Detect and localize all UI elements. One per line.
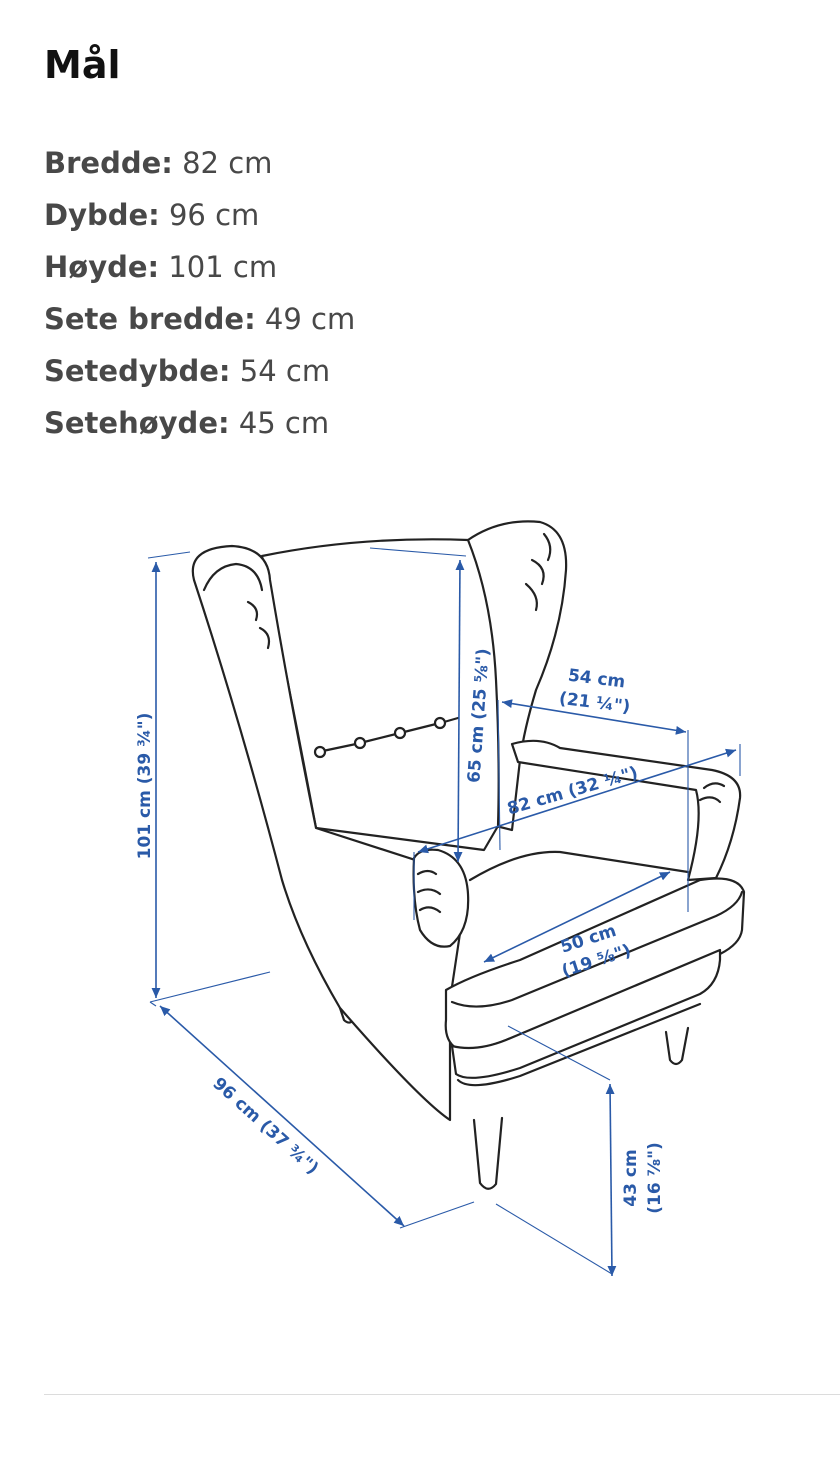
chair-left-arm	[412, 848, 470, 948]
seat-height-ext-top	[507, 1025, 611, 1081]
dimension-label: Høyde:	[44, 250, 160, 284]
chair-button-3	[393, 726, 407, 740]
chair-front-skirt	[450, 948, 722, 1079]
seat-width-dimension-line	[483, 871, 671, 963]
dimension-row-seat-width: Sete bredde: 49 cm	[44, 296, 355, 348]
dimension-label: Setehøyde:	[44, 406, 230, 440]
depth-dimension-label: 96 cm (37 ¾")	[209, 1074, 323, 1179]
width-dimension-line	[417, 748, 737, 854]
chair-button-1	[313, 745, 327, 759]
chair-leg-front-right	[664, 1026, 690, 1066]
chair-leg-front-left	[472, 1116, 504, 1190]
dimension-label: Sete bredde:	[44, 302, 256, 336]
back-height-ext-top	[369, 547, 467, 557]
dimension-value: 82 cm	[182, 146, 273, 180]
chair-left-wing-curl	[202, 562, 271, 650]
dimension-label: Dybde:	[44, 198, 160, 232]
chair-button-2	[353, 736, 367, 750]
dimension-label: Bredde:	[44, 146, 173, 180]
seat-height-dimension-line	[605, 1083, 617, 1277]
dimension-row-height: Høyde: 101 cm	[44, 244, 355, 296]
arm-depth-dimension-line	[501, 699, 687, 735]
dimension-value: 101 cm	[168, 250, 278, 284]
depth-dimension-line	[159, 1005, 405, 1227]
armchair-illustration	[191, 520, 746, 1190]
height-ext-top	[147, 551, 191, 559]
chair-right-wing-detail	[524, 532, 552, 612]
chair-back-buttons	[316, 716, 460, 754]
seat-height-label-cm: 43 cm	[621, 1149, 641, 1206]
seat-height-ext-bottom	[495, 1203, 613, 1275]
chair-seat-top	[468, 850, 690, 882]
dimension-label: Setedybde:	[44, 354, 231, 388]
chair-left-arm-detail	[416, 869, 442, 914]
dimension-row-width: Bredde: 82 cm	[44, 140, 355, 192]
dimension-value: 49 cm	[264, 302, 356, 336]
dimension-row-seat-height: Setehøyde: 45 cm	[44, 400, 355, 452]
section-title: Mål	[44, 43, 121, 87]
dimension-value: 45 cm	[238, 406, 330, 440]
chair-left-side	[191, 544, 464, 1122]
dimension-row-depth: Dybde: 96 cm	[44, 192, 355, 244]
dimension-value: 54 cm	[239, 354, 331, 388]
height-ext-bottom	[149, 971, 271, 1003]
chair-skirt-bottom	[456, 1002, 702, 1087]
section-divider	[44, 1394, 840, 1395]
arm-depth-label-cm: 54 cm	[567, 666, 626, 693]
chair-button-4	[433, 716, 447, 730]
dimensions-list: Bredde: 82 cm Dybde: 96 cm Høyde: 101 cm…	[44, 140, 355, 452]
depth-ext-front	[399, 1201, 475, 1229]
depth-ext-back	[149, 1001, 157, 1007]
dimension-value: 96 cm	[168, 198, 260, 232]
armchair-dimension-diagram: 101 cm (39 ¾") 65 cm (25 ⅝") 54 cm (21 ¼…	[135, 520, 746, 1277]
dimension-row-seat-depth: Setedybde: 54 cm	[44, 348, 355, 400]
height-dimension-label: 101 cm (39 ¾")	[135, 713, 155, 860]
seat-height-label-in: (16 ⅞")	[645, 1142, 665, 1214]
